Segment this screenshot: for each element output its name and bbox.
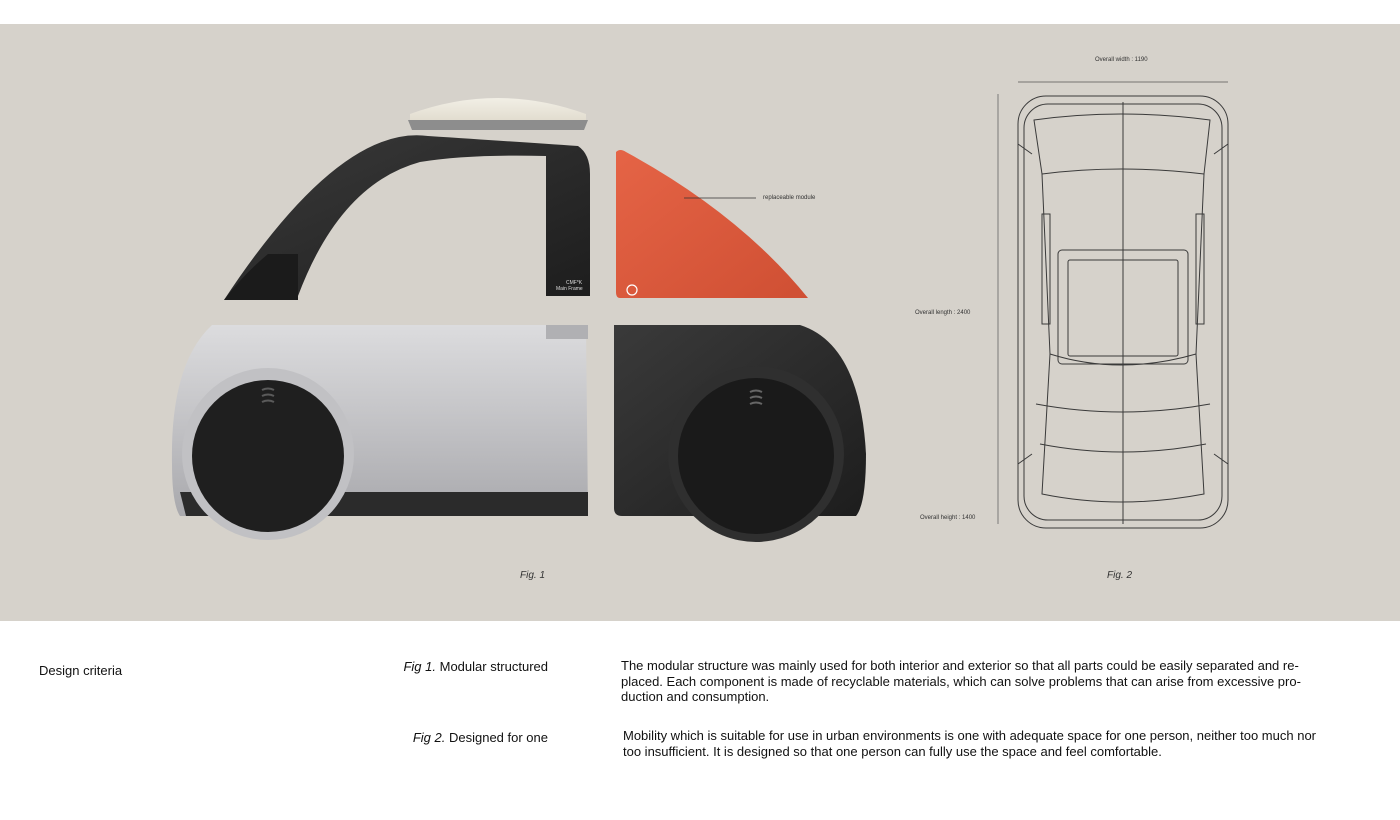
fig1-desc-line: The modular structure was mainly used fo… <box>621 658 1299 673</box>
overall-width-label: Overall width : 1190 <box>1095 57 1148 63</box>
roof-module <box>408 98 588 130</box>
design-board: replaceable module CMF*K Main Frame Over… <box>0 24 1400 621</box>
fig1-description: The modular structure was mainly used fo… <box>621 658 1381 705</box>
fig1-caption: Fig. 1 <box>520 570 546 581</box>
top-view-wireframe <box>1017 95 1229 529</box>
dimension-lines <box>997 81 1228 524</box>
vehicle-illustrations <box>171 81 1229 542</box>
fig2-title: Fig 2. Designed for one <box>340 730 548 745</box>
overall-height-label: Overall height : 1400 <box>920 515 976 521</box>
dark-body-module <box>614 325 866 542</box>
frame-label-line2: Main Frame <box>556 286 583 292</box>
silver-body-module <box>171 325 588 540</box>
fig1-desc-line: placed. Each component is made of recycl… <box>621 673 1301 689</box>
main-frame <box>224 135 590 300</box>
frame-label-line1: CMF*K <box>566 280 583 286</box>
fig1-desc-line: duction and consumption. <box>621 689 770 704</box>
fig2-title-text: Designed for one <box>448 730 548 745</box>
fig2-desc-line: too insufficient. It is designed so that… <box>623 743 1162 759</box>
replaceable-module <box>616 150 808 298</box>
fig2-desc-line: Mobility which is suitable for use in ur… <box>623 728 1316 743</box>
replaceable-module-label: replaceable module <box>763 195 816 201</box>
fig1-ref: Fig 1. <box>403 659 436 674</box>
fig2-ref: Fig 2. <box>412 730 446 745</box>
design-criteria-heading: Design criteria <box>39 663 123 678</box>
overall-length-label: Overall length : 2400 <box>915 310 971 316</box>
fig1-title-text: Modular structured <box>439 659 548 674</box>
fig2-caption: Fig. 2 <box>1107 570 1133 581</box>
fig1-title: Fig 1. Modular structured <box>340 659 548 674</box>
fig2-description: Mobility which is suitable for use in ur… <box>623 728 1383 759</box>
